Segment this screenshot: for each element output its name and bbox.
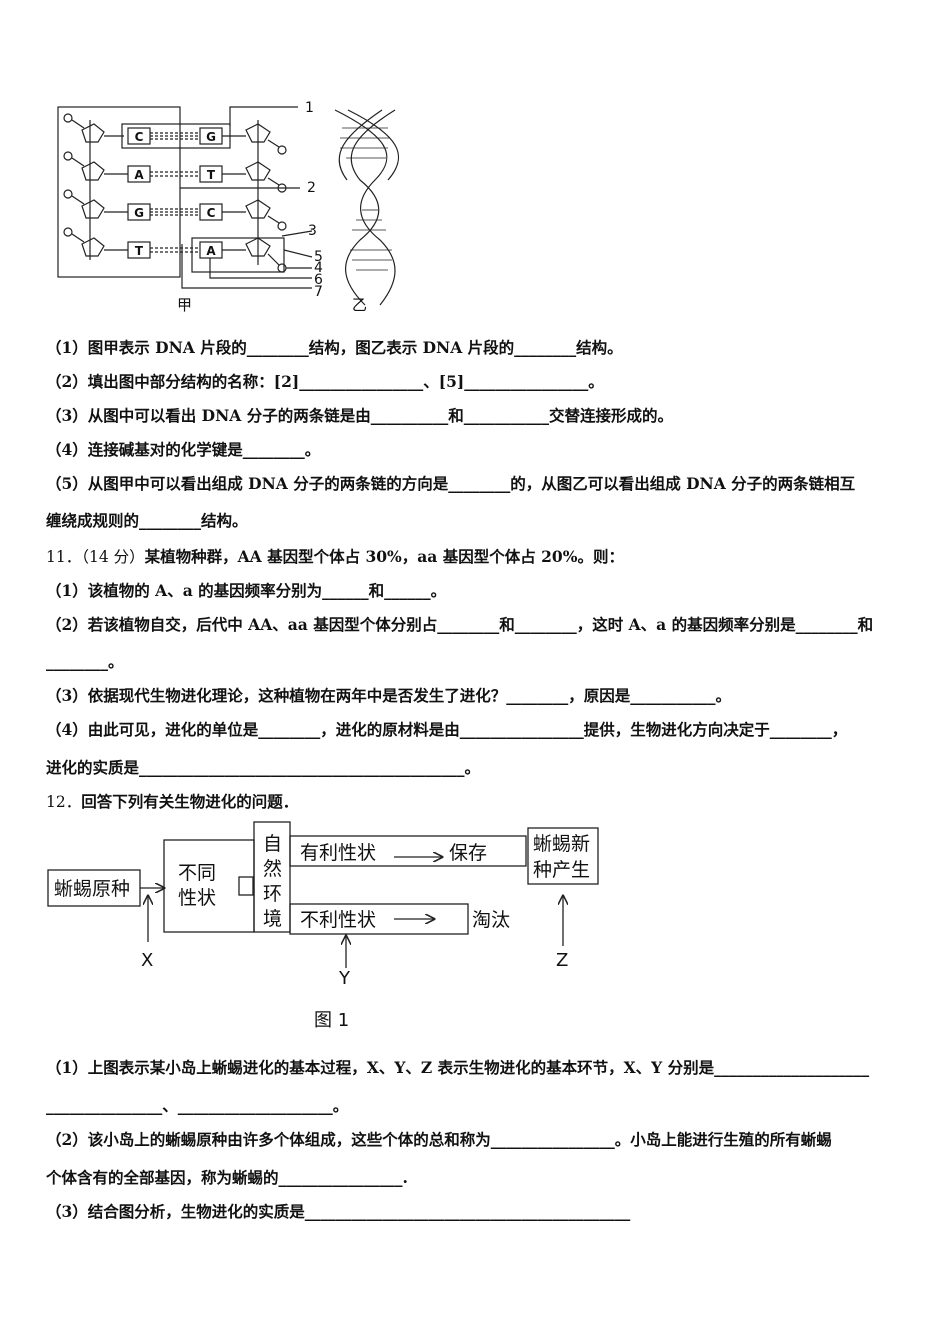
q12-number: 12． [46, 793, 82, 811]
q10-line-3: （3）从图中可以看出 DNA 分子的两条链是由__________和______… [46, 406, 673, 425]
q12-line-5: （3）结合图分析，生物进化的实质是_______________________… [46, 1202, 631, 1221]
figure-caption: 图 1 [314, 1010, 349, 1031]
new-species-label-2: 种产生 [533, 859, 590, 881]
environment-char: 境 [263, 908, 282, 930]
label-y: Y [338, 968, 351, 989]
q11-line-5: （4）由此可见，进化的单位是________，进化的原材料是由_________… [46, 720, 848, 739]
traits-label-2: 性状 [178, 887, 216, 909]
traits-label-1: 不同 [178, 862, 216, 884]
label-z: Z [556, 950, 568, 971]
q10-line-5: （5）从图甲中可以看出组成 DNA 分子的两条链的方向是________的，从图… [46, 474, 856, 493]
left-base-1: C [135, 130, 144, 144]
left-base-3: G [134, 206, 144, 220]
q10-line-2: （2）填出图中部分结构的名称：[2]________________、[5]__… [46, 372, 604, 391]
q11-number: 11．（14 分） [46, 548, 145, 566]
q11-line-3: ________。 [46, 652, 124, 671]
label-jia: 甲 [177, 296, 192, 314]
q12-line-3: （2）该小岛上的蜥蜴原种由许多个体组成，这些个体的总和称为___________… [46, 1130, 832, 1149]
right-base-2: T [207, 168, 216, 182]
environment-char: 然 [263, 858, 282, 880]
q11-line-4: （3）依据现代生物进化理论，这种植物在两年中是否发生了进化？________，原… [46, 686, 732, 705]
dna-structure-figure: C A G T G T C A 1 2 3 5 4 6 7 甲 乙 [57, 100, 399, 314]
q11-line-2: （2）若该植物自交，后代中 AA、aa 基因型个体分别占________和___… [46, 615, 874, 634]
eliminate-label: 淘汰 [472, 909, 510, 931]
left-base-2: A [134, 168, 144, 182]
environment-char: 自 [263, 833, 282, 855]
q12-line-1: （1）上图表示某小岛上蜥蜴进化的基本过程，X、Y、Z 表示生物进化的基本环节，X… [46, 1058, 870, 1077]
label-yi: 乙 [352, 296, 367, 314]
environment-char: 环 [263, 883, 282, 905]
origin-label: 蜥蜴原种 [54, 878, 130, 900]
environment-box [253, 821, 291, 933]
q12-stem: 12．回答下列有关生物进化的问题． [46, 790, 298, 812]
q11-line-6: 进化的实质是__________________________________… [46, 758, 481, 777]
label-number: 4 [314, 260, 323, 276]
right-base-1: G [206, 130, 216, 144]
left-base-4: T [135, 244, 144, 258]
label-number: 6 [314, 272, 323, 288]
traits-box [163, 839, 255, 933]
q12-stem-text: 回答下列有关生物进化的问题． [81, 792, 299, 811]
label-number: 2 [307, 180, 316, 196]
new-species-box [527, 827, 599, 885]
q10-line-1: （1）图甲表示 DNA 片段的________结构，图乙表示 DNA 片段的__… [46, 338, 623, 357]
q11-stem-text: 某植物种群，AA 基因型个体占 30%，aa 基因型个体占 20%。则： [144, 547, 624, 566]
label-number: 1 [305, 100, 314, 116]
label-number: 5 [314, 249, 323, 265]
evolution-flowchart: 蜥蜴原种 不同 性状 自 然 环 境 有利性状 保存 不利性状 淘汰 蜥蜴新 种… [47, 821, 599, 1031]
right-base-4: A [206, 244, 216, 258]
label-number: 7 [314, 284, 323, 300]
q11-line-1: （1）该植物的 A、a 的基因频率分别为______和______。 [46, 581, 447, 600]
q10-line-4: （4）连接碱基对的化学键是________。 [46, 440, 321, 459]
q11-stem: 11．（14 分）某植物种群，AA 基因型个体占 30%，aa 基因型个体占 2… [46, 545, 624, 567]
q12-line-4: 个体含有的全部基因，称为蜥蜴的________________. [46, 1168, 408, 1187]
right-base-3: C [207, 206, 216, 220]
label-number: 3 [308, 223, 317, 239]
new-species-label-1: 蜥蜴新 [533, 833, 590, 855]
favorable-label: 有利性状 [300, 842, 376, 864]
q12-line-2: _______________、____________________。 [46, 1096, 349, 1115]
q10-line-6: 缠绕成规则的________结构。 [46, 511, 248, 530]
unfavorable-label: 不利性状 [300, 909, 376, 931]
preserve-label: 保存 [449, 842, 487, 864]
label-x: X [141, 950, 153, 971]
